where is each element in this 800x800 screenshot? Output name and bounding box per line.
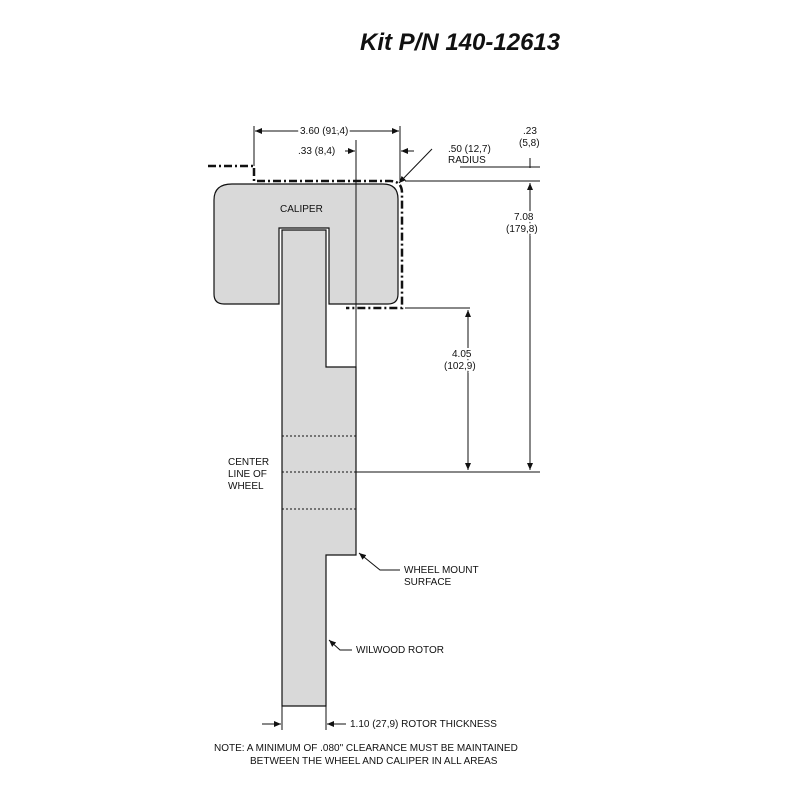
note-line-2: BETWEEN THE WHEEL AND CALIPER IN ALL ARE…	[250, 756, 498, 767]
radius-leader	[398, 148, 433, 184]
dim-label-405-metric: (102,9)	[444, 361, 476, 372]
centerline-label-2: LINE OF	[228, 469, 267, 480]
caliper-body	[213, 183, 399, 305]
dim-label-023: .23	[523, 126, 537, 137]
dim-label-023-metric: (5,8)	[519, 138, 540, 149]
rotor-label: WILWOOD ROTOR	[356, 645, 444, 656]
dim-label-033: .33 (8,4)	[298, 146, 335, 157]
dim-label-708-metric: (179,8)	[506, 224, 538, 235]
caliper-label: CALIPER	[280, 204, 323, 215]
wheel-mount-leader	[358, 552, 400, 571]
dim-label-radius: RADIUS	[448, 155, 486, 166]
dim-label-360: 3.60 (91,4)	[300, 126, 348, 137]
centerline-label-1: CENTER	[228, 457, 269, 468]
dim-label-050: .50 (12,7)	[448, 144, 491, 155]
wheel-mount-label-2: SURFACE	[404, 577, 452, 588]
wheel-mount-label-1: WHEEL MOUNT	[404, 565, 479, 576]
note-line-1: NOTE: A MINIMUM OF .080" CLEARANCE MUST …	[214, 743, 518, 754]
wheel-clearance-envelope	[208, 164, 404, 310]
wilwood-rotor	[281, 229, 357, 707]
rotor-leader	[328, 639, 352, 651]
dim-label-708: 7.08	[514, 212, 534, 223]
centerline-label-3: WHEEL	[228, 481, 264, 492]
kit-title: Kit P/N 140-12613	[360, 29, 561, 56]
dim-label-405: 4.05	[452, 349, 472, 360]
dim-label-110: 1.10 (27,9) ROTOR THICKNESS	[350, 719, 497, 730]
